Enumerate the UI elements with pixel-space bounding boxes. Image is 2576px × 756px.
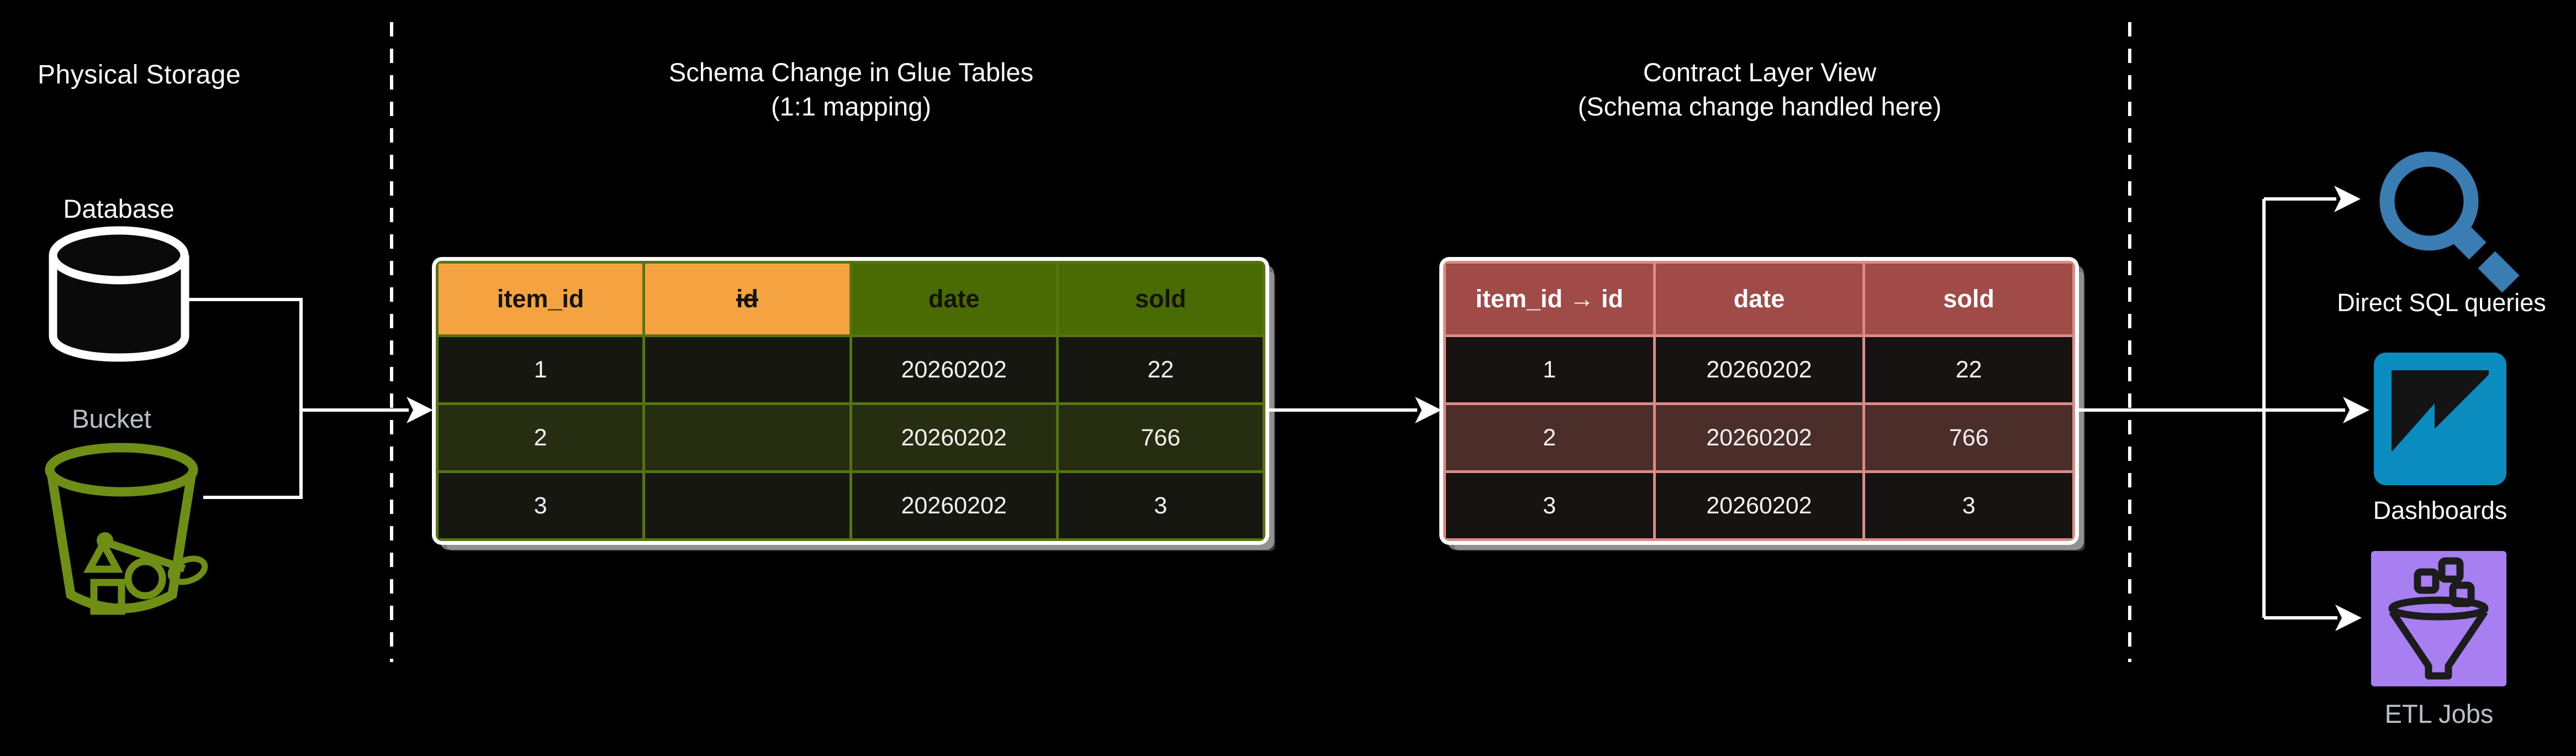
cell: 766 <box>1862 402 2075 473</box>
cell: 1 <box>436 334 646 405</box>
table-row: 1 20260202 22 <box>1443 334 2075 405</box>
table-row: 3 20260202 3 <box>1443 470 2075 541</box>
cell: 1 <box>1443 334 1656 405</box>
database-icon <box>49 226 189 362</box>
cell: 2 <box>1443 402 1656 473</box>
dashboards-label: Dashboards <box>2373 496 2508 524</box>
glue-table-card: item_id id date sold 1 20260202 22 2 202… <box>432 257 1269 545</box>
etl-jobs-label: ETL Jobs <box>2384 699 2494 728</box>
cell <box>642 334 852 405</box>
cell: 3 <box>1443 470 1656 541</box>
cell <box>642 402 852 473</box>
contract-title-line1: Contract Layer View <box>1643 57 1877 87</box>
arrowhead <box>2335 605 2362 631</box>
table-row: 1 20260202 22 <box>436 334 1265 405</box>
contract-table: item_id → id date sold 1 20260202 22 2 2… <box>1443 261 2075 541</box>
database-label: Database <box>63 194 175 223</box>
contract-title-line2: (Schema change handled here) <box>1577 92 1942 121</box>
cell: 22 <box>1055 334 1265 405</box>
glue-lane-title: Schema Change in Glue Tables (1:1 mappin… <box>436 55 1266 124</box>
cell: 20260202 <box>1653 334 1866 405</box>
table-row: 2 20260202 766 <box>1443 402 2075 473</box>
contract-table-card: item_id → id date sold 1 20260202 22 2 2… <box>1439 257 2079 545</box>
glue-col-item_id: item_id <box>436 261 646 337</box>
table-row: 2 20260202 766 <box>436 402 1265 473</box>
cell: 766 <box>1055 402 1265 473</box>
bucket-icon <box>45 443 208 615</box>
sql-queries-label: Direct SQL queries <box>2337 288 2546 317</box>
cell <box>642 470 852 541</box>
cell: 2 <box>436 402 646 473</box>
cell: 20260202 <box>1653 402 1866 473</box>
contract-lane-title: Contract Layer View (Schema change handl… <box>1444 55 2076 124</box>
arrowhead <box>2334 186 2361 212</box>
glue-col-id-removed: id <box>642 261 852 337</box>
cell: 20260202 <box>1653 470 1866 541</box>
physical-storage-title: Physical Storage <box>38 60 241 90</box>
glue-header-row: item_id id date sold <box>436 261 1265 337</box>
glue-table: item_id id date sold 1 20260202 22 2 202… <box>436 261 1265 541</box>
contract-col-date: date <box>1653 261 1866 337</box>
glue-col-date: date <box>849 261 1059 337</box>
arrowhead <box>407 397 433 423</box>
dashboards-icon <box>2374 353 2506 485</box>
bucket-label: Bucket <box>72 404 151 433</box>
etl-funnel-icon <box>2388 557 2489 680</box>
arrowhead <box>2343 397 2369 423</box>
table-row: 3 20260202 3 <box>436 470 1265 541</box>
cell: 20260202 <box>849 470 1059 541</box>
cell: 3 <box>1055 470 1265 541</box>
dashboards-icon-chart <box>2392 370 2489 468</box>
cell: 3 <box>1862 470 2075 541</box>
cell: 20260202 <box>849 334 1059 405</box>
cell: 20260202 <box>849 402 1059 473</box>
glue-title-line2: (1:1 mapping) <box>771 92 931 121</box>
arrowhead <box>1415 397 1442 423</box>
contract-col-sold: sold <box>1862 261 2075 337</box>
cell: 22 <box>1862 334 2075 405</box>
search-icon <box>2379 151 2520 293</box>
contract-col-item_id-to-id: item_id → id <box>1443 261 1656 337</box>
contract-header-row: item_id → id date sold <box>1443 261 2075 337</box>
glue-title-line1: Schema Change in Glue Tables <box>668 57 1034 87</box>
glue-col-sold: sold <box>1055 261 1265 337</box>
cell: 3 <box>436 470 646 541</box>
